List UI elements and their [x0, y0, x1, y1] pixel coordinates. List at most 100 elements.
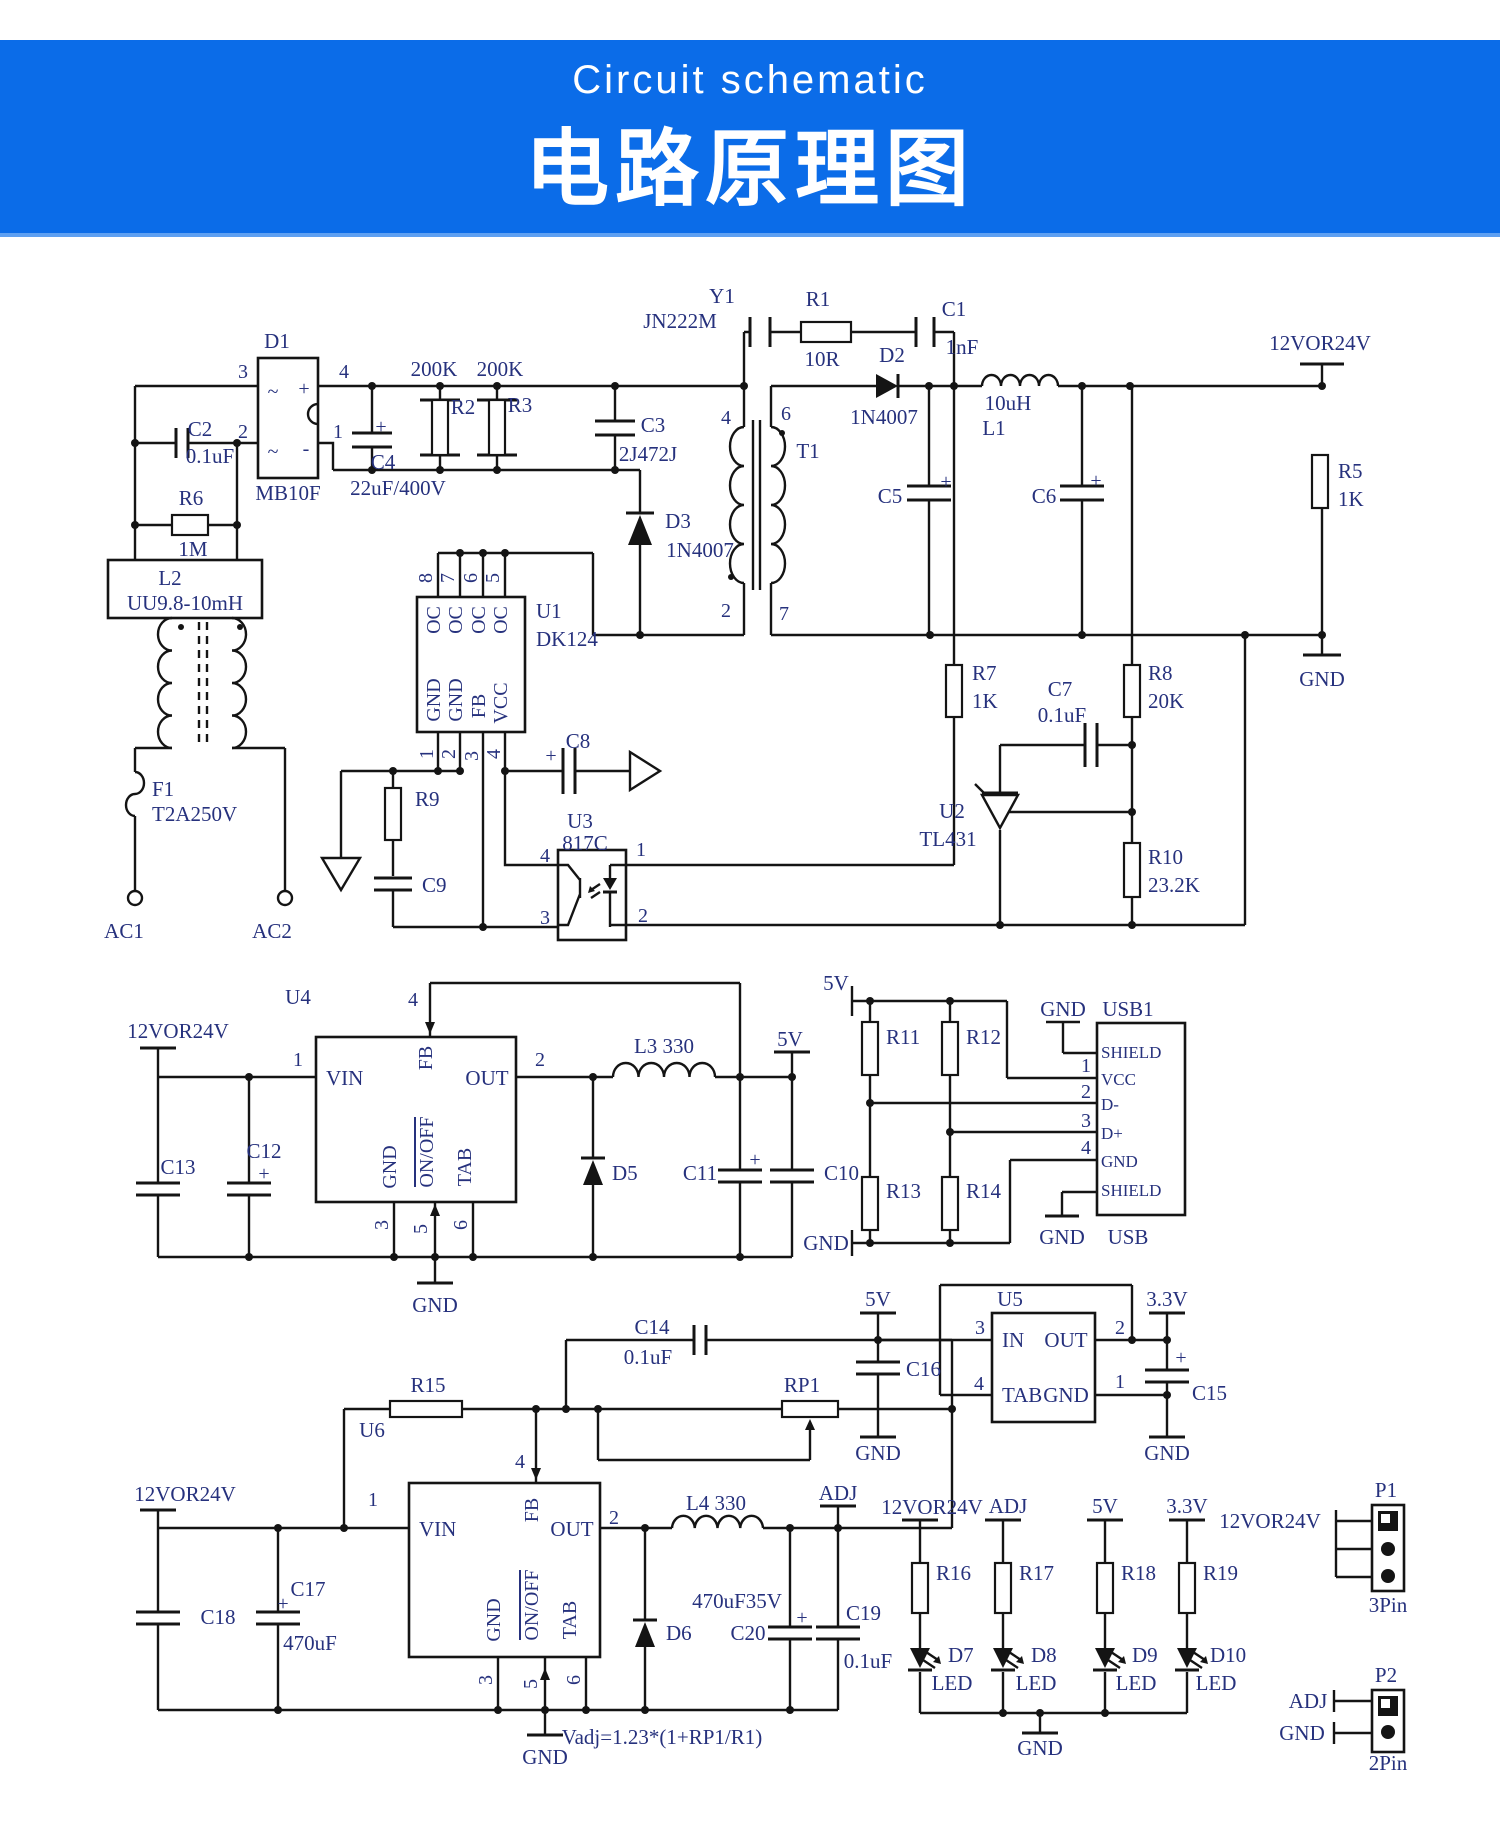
label-p1: P1	[1375, 1478, 1397, 1502]
label-u6-fb: FB	[521, 1498, 543, 1522]
label-r18: R18	[1121, 1561, 1156, 1585]
label-l1: L1	[982, 416, 1005, 440]
led-symbols	[908, 1648, 1208, 1672]
label-c11-plus: +	[749, 1149, 760, 1171]
label-c12-plus: +	[258, 1163, 269, 1185]
resistor-r8	[1122, 663, 1142, 719]
resistor-r10	[1122, 841, 1142, 899]
label-c1: C1	[942, 297, 967, 321]
label-l3: L3 330	[634, 1034, 694, 1058]
label-c7: C7	[1048, 677, 1073, 701]
label-d10: D10	[1210, 1643, 1246, 1667]
feedback-arrow	[628, 749, 663, 793]
tl431-tick	[974, 783, 985, 794]
label-u4-gnd: GND	[379, 1145, 401, 1188]
label-gnd-p2: GND	[1279, 1721, 1325, 1745]
label-c20: C20	[730, 1621, 765, 1645]
resistor-r14	[940, 1175, 960, 1232]
resistor-r18	[1095, 1561, 1115, 1615]
label-usb: USB	[1108, 1225, 1149, 1249]
title-english: Circuit schematic	[572, 58, 928, 102]
label-u3-pin4: 4	[540, 845, 550, 867]
label-u4-pin6: 6	[450, 1220, 472, 1230]
label-12v-u6: 12VOR24V	[134, 1482, 236, 1506]
label-u4-onoff-group: ON/OFF	[414, 1116, 438, 1188]
label-u1-pin3: 3	[461, 751, 483, 761]
label-c2: C2	[188, 417, 213, 441]
title-chinese: 电路原理图	[524, 122, 975, 216]
label-l4: L4 330	[686, 1491, 746, 1515]
label-u1-oc1: OC	[423, 606, 445, 634]
label-r1-val: 10R	[804, 347, 839, 371]
onoff-arrow-u6	[540, 1668, 550, 1680]
resistor-r1	[799, 320, 853, 344]
label-5v-out: 5V	[777, 1027, 803, 1051]
label-d1-pin3: 3	[238, 361, 248, 383]
label-d2-val: 1N4007	[850, 405, 918, 429]
marker-bars-leds	[902, 1518, 1205, 1735]
label-c6: C6	[1032, 484, 1057, 508]
label-c20-plus: +	[796, 1607, 807, 1629]
diode-d2	[876, 374, 898, 398]
label-c2-val: 0.1uF	[186, 444, 234, 468]
label-adj-p2: ADJ	[1289, 1689, 1328, 1713]
label-u3-pin2: 2	[638, 905, 648, 927]
label-t1-pin4: 4	[721, 407, 731, 429]
label-c7-val: 0.1uF	[1038, 703, 1086, 727]
label-usb-dminus: D-	[1101, 1095, 1119, 1114]
label-d10-led: LED	[1196, 1671, 1237, 1695]
label-5v-u5: 5V	[865, 1287, 891, 1311]
choke-l2-core	[197, 622, 209, 745]
label-u5-tab: TAB	[1002, 1383, 1042, 1407]
label-p2-pins: 2Pin	[1369, 1751, 1408, 1775]
tl431-triangle	[979, 793, 1021, 831]
label-d5: D5	[612, 1161, 638, 1185]
label-usb-pin4: 4	[1081, 1137, 1091, 1159]
label-l2-val: UU9.8-10mH	[127, 591, 243, 615]
label-t1-pin7: 7	[779, 603, 789, 625]
phase-dot	[237, 624, 243, 630]
label-usb-vcc: VCC	[1101, 1070, 1136, 1089]
label-d6: D6	[666, 1621, 692, 1645]
label-p2: P2	[1375, 1663, 1397, 1687]
section-acdc: D1 3 2 4 1 ~ + ~ - MB10F C2 0.1uF R6 1M …	[104, 284, 1371, 943]
label-u6-tab: TAB	[559, 1601, 581, 1639]
label-u4: U4	[285, 985, 311, 1009]
resistor-r7	[944, 663, 964, 719]
label-f1: F1	[152, 777, 174, 801]
rp1-wiper-arrow	[805, 1419, 815, 1430]
label-r7-val: 1K	[972, 689, 998, 713]
label-c5: C5	[878, 484, 903, 508]
label-usb-gnd: GND	[1101, 1152, 1138, 1171]
wires-connectors	[1332, 1510, 1372, 1744]
label-d1-pin2: 2	[238, 421, 248, 443]
label-c19-val: 0.1uF	[844, 1649, 892, 1673]
marker-bars-buck5v	[140, 1046, 810, 1285]
label-u1-oc4: OC	[490, 606, 512, 634]
label-r2: R2	[451, 395, 476, 419]
label-u1-pin4: 4	[483, 749, 505, 759]
resistor-r15	[388, 1399, 464, 1419]
label-t1-pin2: 2	[721, 600, 731, 622]
label-c17-val: 470uF	[283, 1631, 337, 1655]
label-u1-pin7: 7	[437, 573, 459, 583]
opto-internals	[558, 863, 626, 927]
label-u3-part: 817C	[562, 831, 608, 855]
label-r9: R9	[415, 787, 440, 811]
label-r13: R13	[886, 1179, 921, 1203]
label-u6-pin2: 2	[609, 1507, 619, 1529]
label-u2: U2	[939, 799, 965, 823]
label-u4-tab: TAB	[454, 1148, 476, 1186]
wires-acdc	[133, 330, 1324, 929]
label-u4-out: OUT	[465, 1066, 508, 1090]
label-d8: D8	[1031, 1643, 1057, 1667]
label-r11: R11	[886, 1025, 920, 1049]
label-p1-pins: 3Pin	[1369, 1593, 1408, 1617]
label-f1-val: T2A250V	[152, 802, 237, 826]
label-usb-pin3: 3	[1081, 1110, 1091, 1132]
inductor-l3	[611, 1061, 717, 1078]
label-3v3-led: 3.3V	[1166, 1494, 1207, 1518]
label-c4-val: 22uF/400V	[350, 476, 446, 500]
label-u5: U5	[997, 1287, 1023, 1311]
